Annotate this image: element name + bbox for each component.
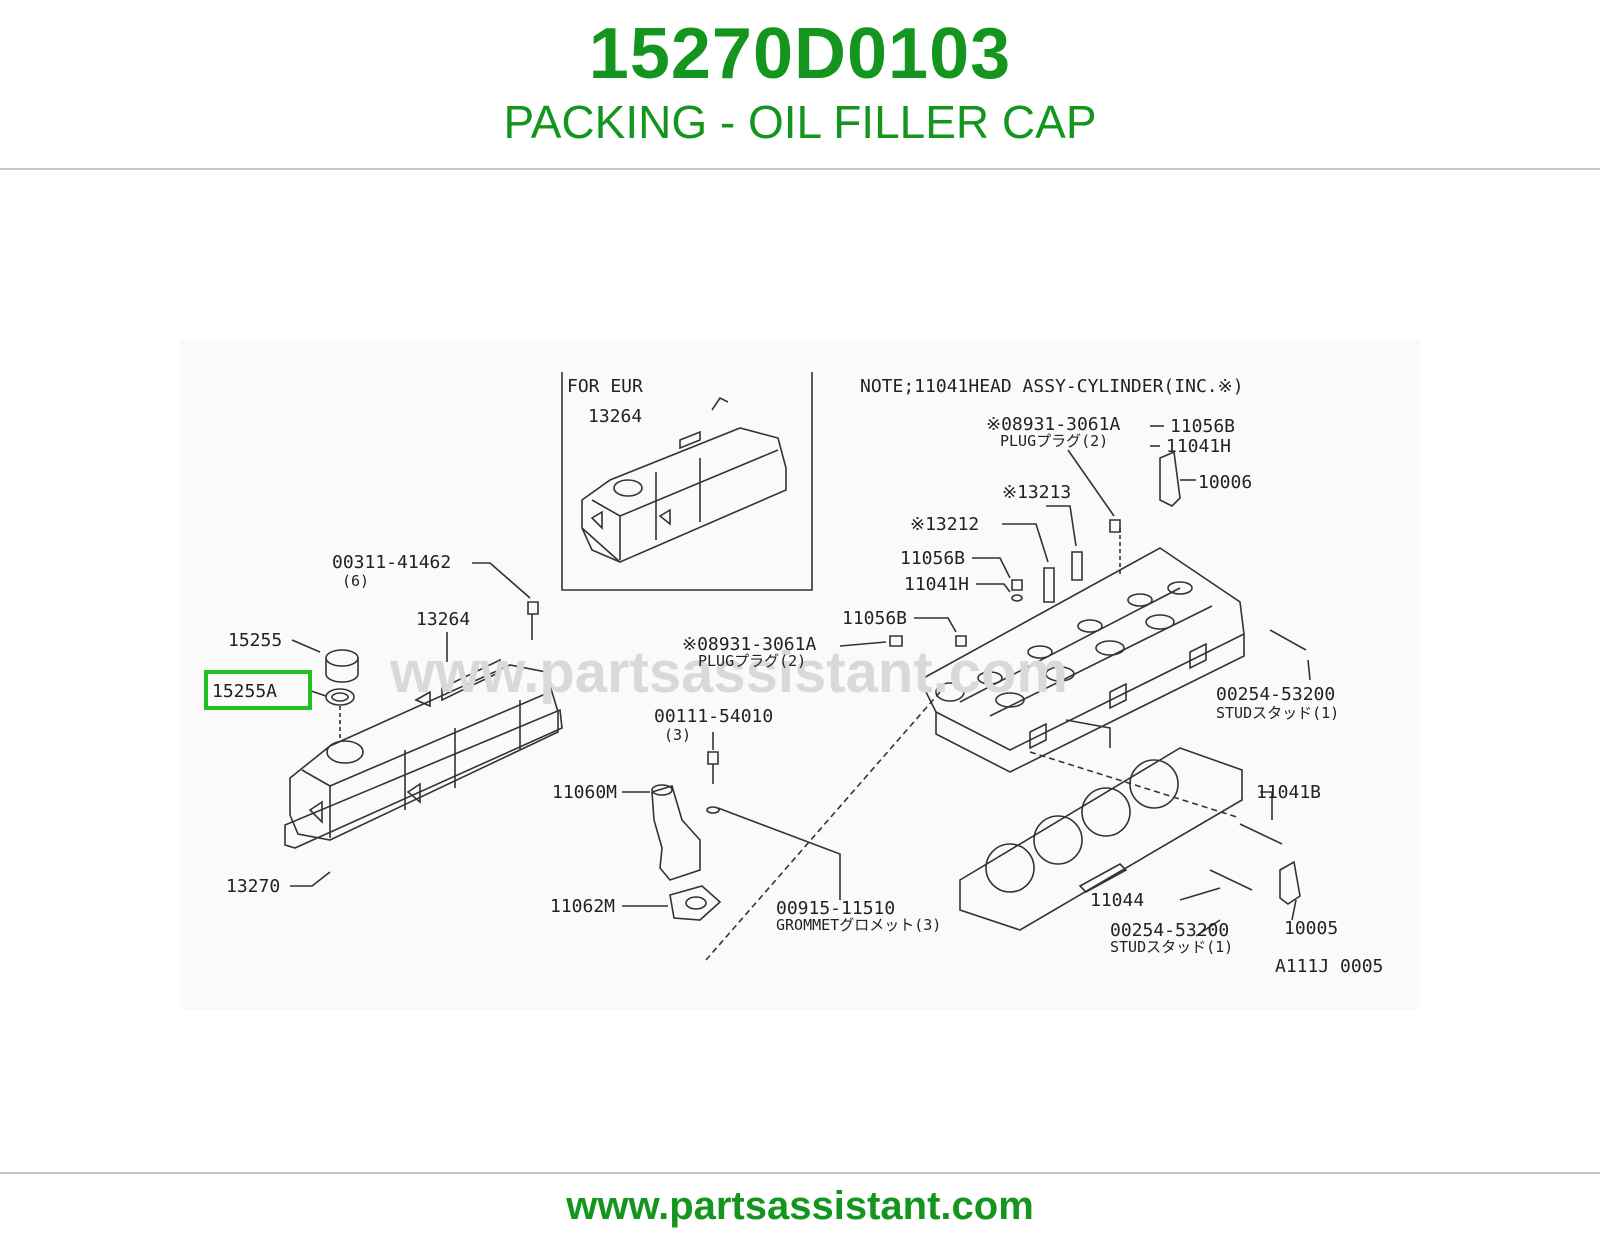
part-label-10006[interactable]: 10006 <box>1198 472 1252 493</box>
stud-icon <box>1269 629 1307 651</box>
part-label-13212[interactable]: ※13212 <box>910 514 979 535</box>
part-label-11060M[interactable]: 11060M <box>552 782 617 803</box>
part-label-11041B[interactable]: 11041B <box>1256 782 1321 803</box>
part-label-11044[interactable]: 11044 <box>1090 890 1144 911</box>
part-desc-00254-53200-upper: STUDスタッド(1) <box>1216 704 1339 722</box>
part-label-00915-11510[interactable]: 00915-11510 <box>776 898 895 919</box>
parts-diagram: www.partsassistant.com FOR EUR NOTE;1104… <box>180 340 1420 1010</box>
part-label-13270[interactable]: 13270 <box>226 876 280 897</box>
part-label-11041H-left[interactable]: 11041H <box>904 574 969 595</box>
part-label-10005[interactable]: 10005 <box>1284 918 1338 939</box>
part-label-15255[interactable]: 15255 <box>228 630 282 651</box>
selected-part-highlight <box>204 670 312 710</box>
part-label-08931-3061A-lower[interactable]: ※08931-3061A <box>682 634 816 655</box>
part-desc-08931-3061A-upper: PLUGプラグ(2) <box>1000 432 1108 450</box>
oil-filler-cap-packing-icon <box>325 688 355 706</box>
water-outlet-icon <box>651 785 701 881</box>
lifting-bracket-icon-2 <box>1279 860 1301 905</box>
figure-code-label: A111J 0005 <box>1275 956 1383 977</box>
part-qty-00111-54010: (3) <box>664 726 691 744</box>
footer-divider <box>0 1172 1600 1174</box>
part-qty-00311-41462: (6) <box>342 572 369 590</box>
part-label-00111-54010[interactable]: 00111-54010 <box>654 706 773 727</box>
rocker-cover-icon <box>289 664 559 841</box>
part-desc-00254-53200-lower: STUDスタッド(1) <box>1110 938 1233 956</box>
part-name-subtitle: PACKING - OIL FILLER CAP <box>503 96 1097 148</box>
part-label-13264-eur[interactable]: 13264 <box>588 406 642 427</box>
part-desc-00915-11510: GROMMETグロメット(3) <box>776 916 941 934</box>
part-label-00254-53200-upper[interactable]: 00254-53200 <box>1216 684 1335 705</box>
part-label-11056B-left[interactable]: 11056B <box>900 548 965 569</box>
part-label-11041H-upper[interactable]: 11041H <box>1166 436 1231 457</box>
header-divider <box>0 168 1600 170</box>
for-eur-inset-frame <box>561 372 813 591</box>
part-label-11056B-lower[interactable]: 11056B <box>842 608 907 629</box>
water-outlet-gasket-icon <box>669 885 722 921</box>
oil-filler-cap-icon <box>325 649 359 667</box>
footer-url[interactable]: www.partsassistant.com <box>566 1184 1034 1228</box>
part-label-13264[interactable]: 13264 <box>416 609 470 630</box>
head-gasket-icon <box>959 747 1243 931</box>
part-label-11062M[interactable]: 11062M <box>550 896 615 917</box>
for-eur-label: FOR EUR <box>567 376 643 397</box>
part-desc-08931-3061A-lower: PLUGプラグ(2) <box>698 652 806 670</box>
bolt-icon <box>527 601 539 640</box>
part-label-15255A[interactable]: 15255A <box>212 681 277 702</box>
part-label-13213[interactable]: ※13213 <box>1002 482 1071 503</box>
part-number-title: 15270D0103 <box>588 14 1012 94</box>
part-label-00311-41462[interactable]: 00311-41462 <box>332 552 451 573</box>
watermark-text: www.partsassistant.com <box>389 640 1068 705</box>
page-header: 15270D0103 PACKING - OIL FILLER CAP <box>0 0 1600 170</box>
rocker-cover-gasket-icon <box>284 708 563 849</box>
inset-rocker-cover-icon <box>581 427 787 563</box>
lifting-bracket-icon <box>1159 450 1181 507</box>
part-label-08931-3061A-upper[interactable]: ※08931-3061A <box>986 414 1120 435</box>
part-label-11056B-upper[interactable]: 11056B <box>1170 416 1235 437</box>
part-label-00254-53200-lower[interactable]: 00254-53200 <box>1110 920 1229 941</box>
parts-diagram-svg: www.partsassistant.com FOR EUR NOTE;1104… <box>204 372 1383 977</box>
note-label: NOTE;11041HEAD ASSY-CYLINDER(INC.※) <box>860 376 1244 397</box>
